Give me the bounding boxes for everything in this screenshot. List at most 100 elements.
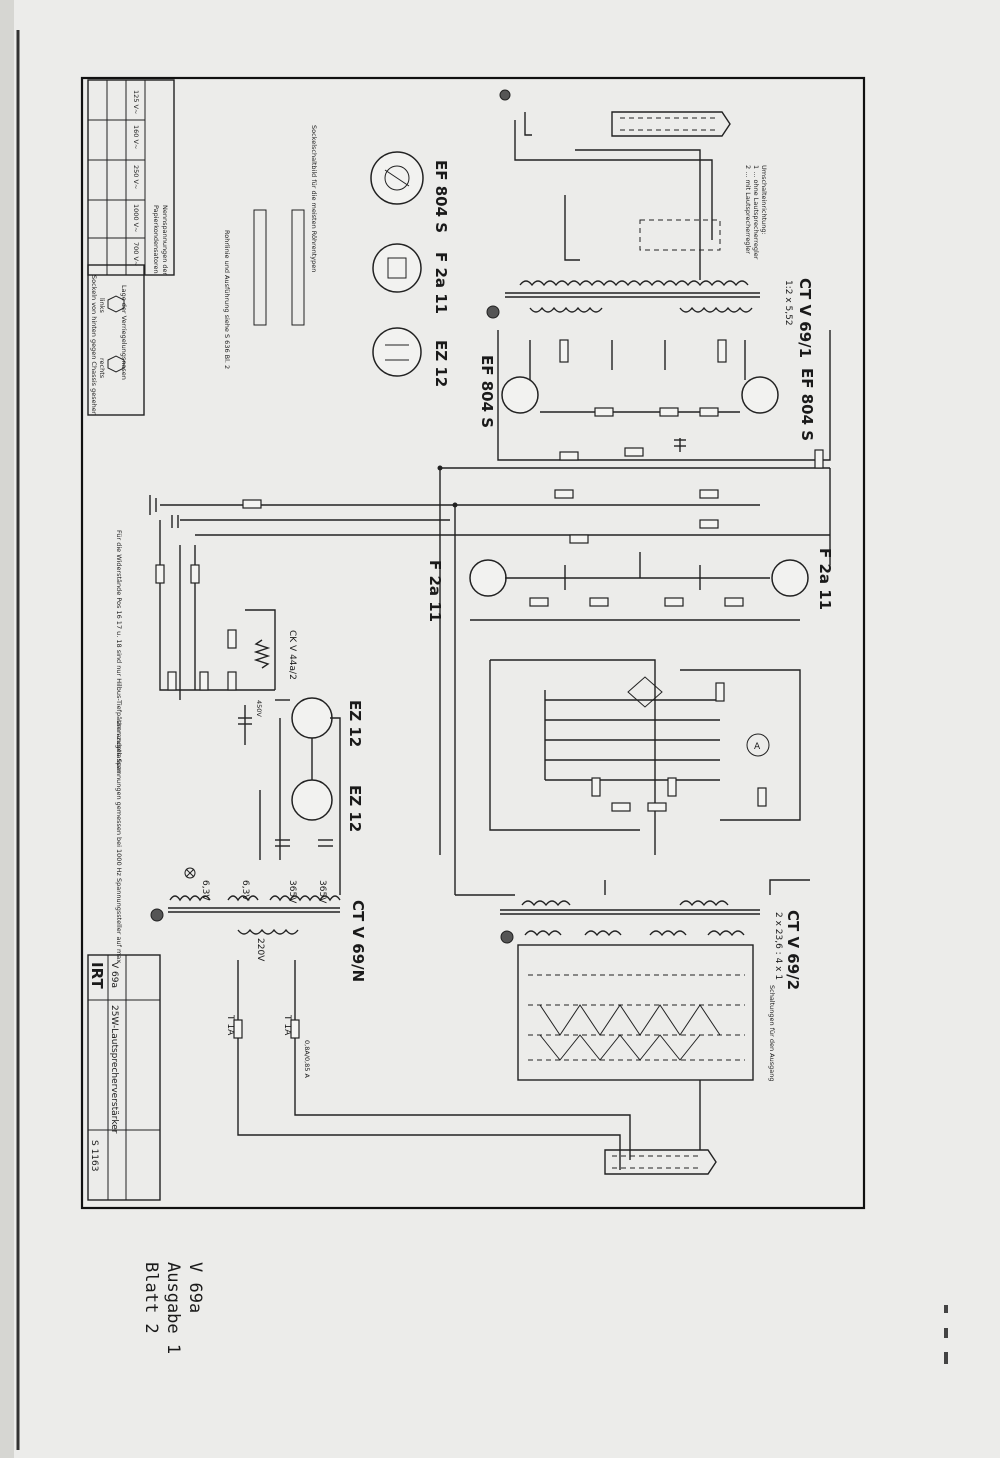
lage-note: Lage der Verriegelungsnasen: [120, 285, 128, 380]
tube-base-f2a11: F 2a 11: [372, 243, 450, 314]
voltage-365a: 365V: [287, 880, 297, 904]
title-block: IRT V 69a 25W-Lautsprecherverstärker S 1…: [87, 954, 161, 1201]
resistor: [699, 407, 719, 417]
ez12-rectifiers: EZ 12 EZ 12: [259, 697, 364, 895]
resistor: [589, 597, 609, 607]
label-f2a11-left: F 2a 11: [426, 560, 444, 622]
label-ct-v69-1: CT V 69/1: [796, 278, 814, 358]
tube-base-ez12: EZ 12: [372, 327, 450, 387]
resistor: [529, 597, 549, 607]
f2a11-stage: F 2a 11 F 2a 11: [426, 548, 834, 622]
meter-icon: [746, 733, 770, 757]
legend-row-3: 250 V~: [132, 165, 140, 189]
stamp-line-2: Ausgabe 1: [163, 1262, 183, 1354]
resistor: [659, 407, 679, 417]
switch-opt-2: 2 ... mit Lautsprecherregler: [744, 165, 752, 254]
ef804s-stage: EF 804 S EF 804 S: [478, 330, 831, 461]
label-ez12-bottom: EZ 12: [346, 785, 364, 832]
drawing-frame: [80, 76, 866, 1210]
resistor: [559, 451, 579, 461]
label-f2a11-right: F 2a 11: [816, 548, 834, 610]
resistor: [611, 802, 631, 812]
resistor: [664, 597, 684, 607]
ratio-ct-v69-2: 2 x 23,6 : 4 x 1: [773, 912, 783, 980]
label-ef804s-right: EF 804 S: [798, 368, 816, 441]
voltage-6-3a: 6,3V: [200, 880, 210, 901]
resistor: [624, 447, 644, 457]
resistor: [554, 489, 574, 499]
resistor: [647, 802, 667, 812]
ground-icon: [499, 89, 511, 101]
label-ez12-base: EZ 12: [432, 340, 450, 387]
punch-marks: [944, 1305, 948, 1364]
resistor: [717, 339, 727, 363]
power-transformer-ct-v69n: 6,3V 6,3V 365V 365V 220V CT V 69/N: [150, 867, 367, 982]
drawing-number: V 69a: [109, 962, 119, 988]
legend-heading-1: Nennspannungen der: [161, 205, 169, 276]
socket-orientation-box: Lage der Verriegelungsnasen links rechts…: [87, 264, 145, 416]
voltage-450: 450V: [255, 700, 263, 717]
resistor: [757, 787, 767, 807]
stamp-line-3: Blatt 2: [141, 1262, 161, 1334]
rectifier-bridge-icon: [627, 676, 663, 708]
resistor: [167, 671, 177, 691]
label-ez12-top: EZ 12: [346, 700, 364, 747]
socket-pin-diagrams: Sockelschaltbild für die meisten Röhrent…: [223, 125, 318, 369]
legend-heading-2: Papierkondensatoren: [152, 205, 160, 274]
meter-switch-block: A Umrandete Spannungen gemessen bei 1000…: [115, 530, 801, 963]
capacitor-voltage-legend: Nennspannungen der Papierkondensatoren 1…: [87, 79, 175, 276]
lage-right: rechts: [98, 358, 106, 379]
sheet-ref: S 1163: [89, 1140, 99, 1171]
transformer-ct-v69-1: CT V 69/1 1:2 x 5,52: [486, 278, 814, 358]
legend-row-5: 700 V~: [132, 242, 140, 266]
output-switch-matrix: [517, 944, 754, 1081]
switch-opt-1: 1 ... ohne Lautsprecherregler: [752, 165, 760, 260]
issue-stamp: V 69a Ausgabe 1 Blatt 2: [141, 1262, 205, 1354]
power-supply: CK V 44a/2 450V: [155, 520, 297, 745]
mains-input: T 1A T 1A 0,8A/0,85 A: [225, 960, 631, 1170]
voltage-220: 220V: [255, 938, 265, 962]
resistor: [190, 564, 200, 584]
lamp-icon: [184, 867, 196, 879]
legend-row-1: 125 V~: [132, 90, 140, 114]
resistor: [715, 682, 725, 702]
label-ef804s-left: EF 804 S: [478, 355, 496, 428]
resistor: [814, 449, 824, 469]
legend-row-4: 1000 V~: [132, 204, 140, 233]
input-switch: Umschalteinrichtung: 1 ... ohne Lautspre…: [514, 120, 768, 280]
stamp-line-1: V 69a: [185, 1262, 205, 1313]
transformer-ct-v69-2: CT V 69/2 2 x 23,6 : 4 x 1 Schaltungen f…: [455, 879, 810, 1150]
fuse: [290, 1019, 300, 1039]
chassis-note: Sockeln von hinten gegen Chassis gesehen: [90, 275, 98, 416]
fuse-3: 0,8A/0,85 A: [303, 1040, 311, 1079]
resistor: [227, 629, 237, 649]
out-note: Schaltungen für den Ausgang: [768, 985, 776, 1081]
input-connector: [499, 89, 731, 137]
resistor: [591, 777, 601, 797]
resistor: [594, 407, 614, 417]
resistor: [242, 499, 262, 509]
tube-base-ef804s: EF 804 S: [370, 151, 450, 233]
ratio-ct-v69-1: 1:2 x 5,52: [783, 280, 793, 326]
switch-note: Umschalteinrichtung:: [760, 165, 768, 235]
org-name: IRT: [88, 962, 106, 989]
resistor: [559, 339, 569, 363]
fuse-1: T 1A: [225, 1014, 235, 1036]
legend-row-2: 160 V~: [132, 125, 140, 149]
label-ef804s-base: EF 804 S: [432, 160, 450, 233]
resistor: [699, 489, 719, 499]
rohr-note: Rohrlinie und Ausführung siehe S 636 Bl.…: [223, 230, 231, 369]
drawing-title: 25W-Lautsprecherverstärker: [109, 1005, 119, 1134]
ground-icon: [486, 305, 500, 319]
label-f2a11-base: F 2a 11: [432, 252, 450, 314]
res-note: Für die Widerstände Pos 16 17 u. 18 sind…: [115, 530, 123, 773]
resistor: [569, 534, 589, 544]
resistor: [699, 519, 719, 529]
label-ct-v69-2: CT V 69/2: [784, 910, 802, 990]
label-ct-v69n: CT V 69/N: [349, 900, 367, 982]
ground-icon: [500, 930, 514, 944]
label-ckv: CK V 44a/2: [287, 630, 297, 680]
output-connector: [604, 1149, 717, 1175]
fuse: [233, 1019, 243, 1039]
